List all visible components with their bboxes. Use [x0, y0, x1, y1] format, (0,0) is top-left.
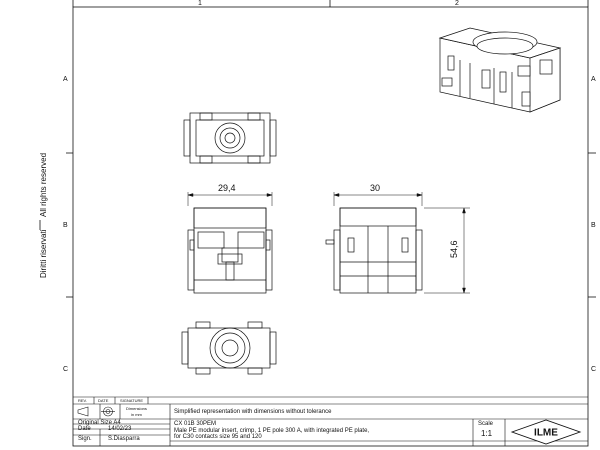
- description-line-2: for C30 contacts size 95 and 120: [174, 434, 262, 440]
- signature-header: SIGNATURE: [120, 398, 144, 403]
- sign-label: Sign.: [78, 436, 92, 442]
- sign-value: S.Diasparra: [108, 436, 140, 442]
- zone-row-c-right: C: [591, 366, 597, 373]
- zone-column-2: 2: [455, 0, 459, 7]
- tolerance-note: Simplified representation with dimension…: [174, 409, 332, 415]
- front-view: [187, 207, 273, 294]
- projection-symbol-icon: [77, 406, 115, 417]
- front-width-value: 29,4: [218, 183, 236, 193]
- description-line-1: Male PE modular insert, crimp, 1 PE pole…: [174, 428, 370, 434]
- zone-row-a: A: [63, 76, 68, 83]
- date-header: DATE: [98, 398, 109, 403]
- part-number: CX 01B 30PEM: [174, 421, 217, 427]
- drawing-frame: [72, 6, 589, 447]
- top-view: [183, 112, 277, 164]
- height-value: 54,6: [449, 240, 459, 258]
- scale-label: Scale: [478, 421, 494, 427]
- date-value: 14/02/23: [108, 426, 132, 432]
- dimensions-unit: in mm: [131, 412, 142, 417]
- rights-reserved-note: All rights reserved: [39, 152, 48, 217]
- bottom-view: [181, 321, 277, 375]
- zone-column-1: 1: [198, 0, 202, 7]
- dimensions-label: Dimensions: [126, 406, 147, 411]
- date-label: Date: [78, 426, 91, 432]
- ilme-logo: ILME: [510, 419, 582, 445]
- zone-row-c: C: [63, 366, 69, 373]
- scale-value: 1:1: [481, 429, 493, 438]
- title-block-lines: [73, 396, 588, 446]
- zone-row-b: B: [63, 222, 68, 229]
- logo-text: ILME: [534, 428, 558, 439]
- zone-row-a-right: A: [591, 76, 596, 83]
- front-width-dimension: [187, 192, 273, 206]
- side-view: [325, 207, 423, 294]
- zone-row-b-right: B: [591, 222, 596, 229]
- original-size: Original Size A4: [78, 420, 121, 426]
- side-width-value: 30: [370, 183, 381, 193]
- side-width-dimension: [333, 192, 423, 206]
- isometric-view: [438, 27, 562, 113]
- height-dimension: [424, 207, 470, 294]
- rev-header: REV.: [78, 398, 87, 403]
- diritti-riservati-note: Diritti riservati: [39, 229, 48, 278]
